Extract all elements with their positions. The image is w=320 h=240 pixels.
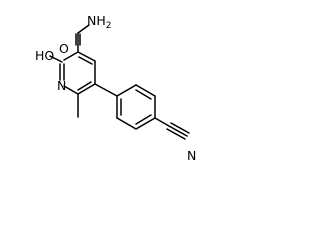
nitrile-group <box>154 117 190 140</box>
amide-oxygen-label: O <box>59 41 69 56</box>
amide-nh2-label: NH2 <box>87 13 111 31</box>
bond-c2-oh <box>49 55 63 63</box>
bond-nitrile-triple-1 <box>168 125 188 137</box>
hydroxyl-label: HO <box>35 48 54 63</box>
cyanophenyl-ring <box>116 84 156 130</box>
bond-c3-c4 <box>77 51 96 62</box>
amide-nh-text: NH <box>87 13 106 28</box>
bond-p2-p3-inner <box>135 89 152 100</box>
molecule-structure: NH2 O HO N N <box>35 13 196 163</box>
atom-labels: NH2 O HO N N <box>35 13 196 163</box>
bond-nitrile-triple-3 <box>166 128 186 140</box>
bond-amide-c-n <box>77 24 90 34</box>
bond-p5-p6 <box>116 117 137 130</box>
bond-p4-p5-inner <box>135 114 152 125</box>
bond-c3-c4-inner <box>78 56 93 65</box>
bond-c5-c6 <box>77 83 96 95</box>
bond-c6-n1 <box>63 85 79 95</box>
ring-nitrogen-label: N <box>57 78 66 93</box>
bond-biaryl <box>94 83 118 97</box>
carboxamide-group <box>75 24 90 53</box>
bond-c5-c6-inner <box>77 81 92 91</box>
bond-c2-c3 <box>63 51 79 61</box>
amide-nh2-subscript: 2 <box>106 21 112 31</box>
bond-p2-p3 <box>135 84 156 97</box>
bond-p4-nitrile-c <box>154 117 170 127</box>
bond-p4-p5 <box>135 117 156 130</box>
bond-p1-p2 <box>116 84 137 97</box>
pyridine-ring <box>59 51 96 95</box>
bond-nitrile-triple-2 <box>170 122 190 134</box>
nitrile-nitrogen-label: N <box>187 148 196 163</box>
